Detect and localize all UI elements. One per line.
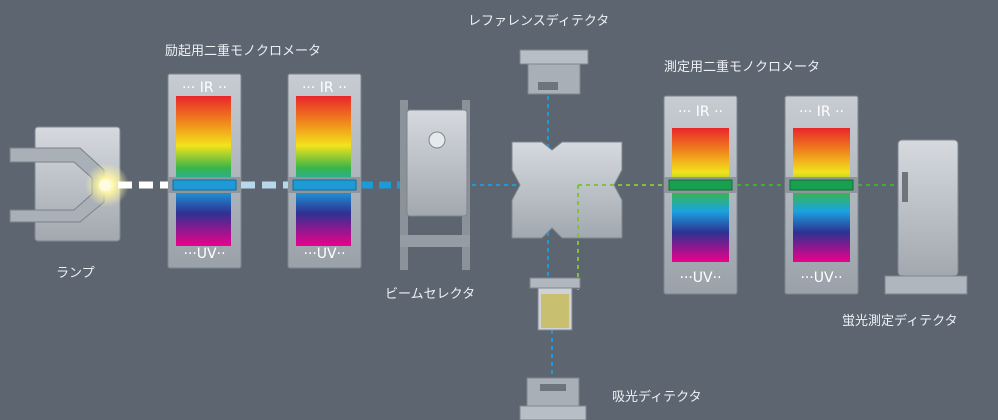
band-label-uv: ···UV·· bbox=[679, 270, 722, 286]
beam-selector bbox=[400, 100, 470, 270]
band-label-ir: ··· IR ·· bbox=[181, 80, 227, 96]
label-fluorescence-detector: 蛍光測定ディテクタ bbox=[842, 314, 958, 329]
measurement-mono-2 bbox=[784, 95, 859, 295]
reference-detector bbox=[519, 49, 589, 95]
band-label-uv: ···UV·· bbox=[183, 246, 226, 262]
label-beam-selector: ビームセレクタ bbox=[385, 287, 476, 302]
sample-chamber bbox=[511, 141, 623, 239]
lamp-housing bbox=[9, 126, 129, 242]
label-measurement-mono: 測定用二重モノクロメータ bbox=[664, 60, 821, 75]
label-lamp: ランプ bbox=[56, 266, 95, 281]
band-label-ir: ··· IR ·· bbox=[677, 104, 723, 120]
fluorescence-detector bbox=[884, 139, 968, 295]
band-label-uv: ···UV·· bbox=[800, 270, 843, 286]
band-label-ir: ··· IR ·· bbox=[798, 104, 844, 120]
excitation-mono-1 bbox=[167, 73, 242, 269]
band-label-ir: ··· IR ·· bbox=[301, 80, 347, 96]
band-label-uv: ···UV·· bbox=[303, 246, 346, 262]
excitation-mono-2 bbox=[287, 73, 362, 269]
measurement-mono-1 bbox=[663, 95, 738, 295]
label-reference-detector: レファレンスディテクタ bbox=[468, 14, 610, 29]
label-absorption-detector: 吸光ディテクタ bbox=[612, 390, 702, 405]
absorption-detector bbox=[519, 377, 587, 420]
label-excitation-mono: 励起用二重モノクロメータ bbox=[165, 44, 322, 59]
cuvette bbox=[529, 277, 581, 331]
